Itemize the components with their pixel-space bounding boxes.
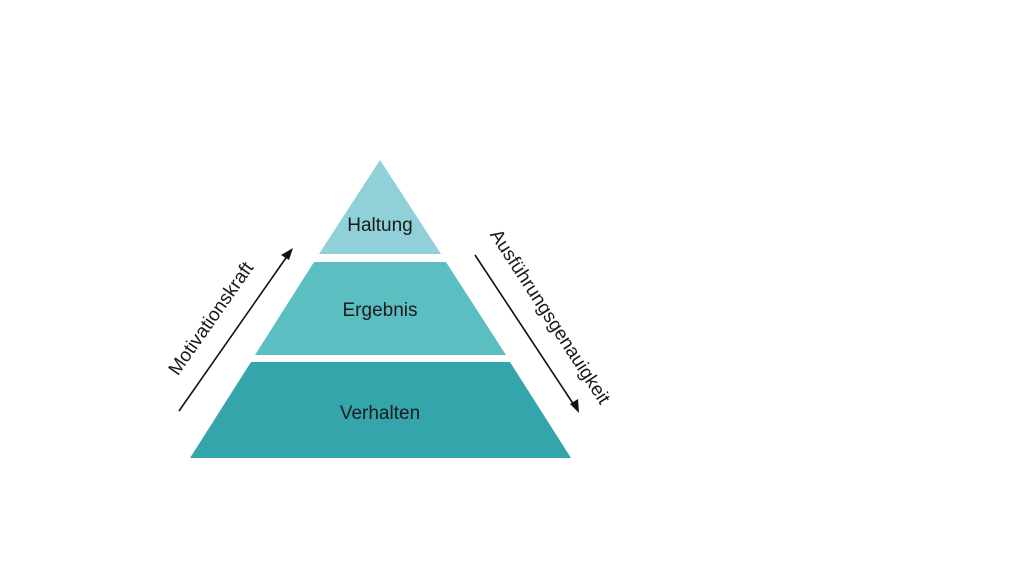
arrow-up-icon <box>281 248 293 260</box>
level-label-haltung: Haltung <box>347 215 413 236</box>
level-label-ergebnis: Ergebnis <box>343 300 418 321</box>
pyramid-level-verhalten <box>190 362 571 458</box>
right-arrow-line <box>474 254 575 406</box>
pyramid-level-ergebnis <box>255 262 506 355</box>
pyramid-level-haltung <box>319 160 441 254</box>
right-arrow <box>474 254 579 413</box>
left-arrow-label: Motivationskraft <box>165 258 259 380</box>
arrow-down-icon <box>570 399 579 413</box>
level-label-verhalten: Verhalten <box>340 403 420 424</box>
left-arrow <box>178 248 293 412</box>
left-arrow-line <box>178 254 289 412</box>
